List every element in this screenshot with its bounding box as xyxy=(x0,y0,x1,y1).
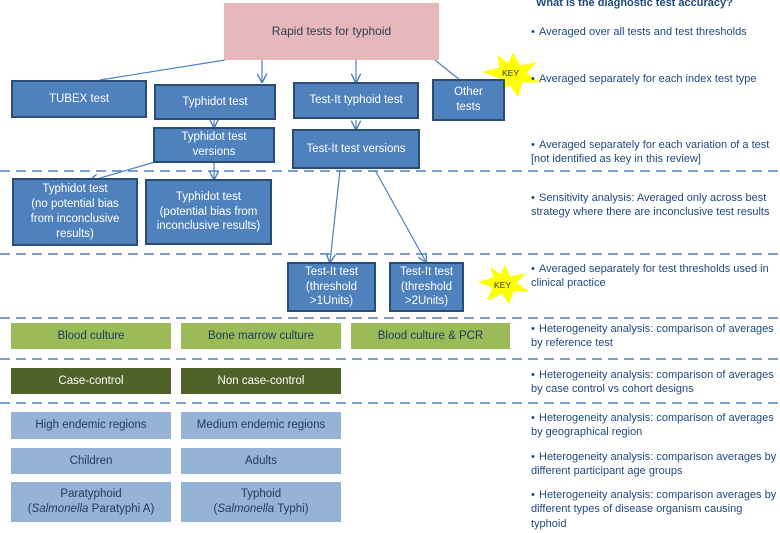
note-10: •Heterogeneity analysis: comparison aver… xyxy=(531,489,777,530)
no-bias-line-2: (no potential bias xyxy=(31,198,119,211)
typhoid-label: Typhoid xyxy=(240,488,282,501)
blood-culture-label: Blood culture xyxy=(57,329,125,342)
t2-line-2: (threshold xyxy=(400,280,453,293)
bias-line-1: Typhidot test xyxy=(175,190,242,203)
section-dividers xyxy=(0,170,780,404)
t1-line-1: Test-It test xyxy=(304,265,359,278)
note-2: •Averaged separately for each index test… xyxy=(531,73,757,85)
t1-line-3: >1Units) xyxy=(309,295,354,308)
key-star-icon-2 xyxy=(477,264,530,305)
paratyphoid-label: Paratyphoid xyxy=(60,488,122,501)
typhidot-node: Typhidot test xyxy=(154,84,276,120)
blood-pcr-label: Blood culture & PCR xyxy=(377,329,484,342)
other-tests-node: Other tests xyxy=(432,79,505,121)
t2-line-1: Test-It test xyxy=(399,265,454,278)
note-6: •Heterogeneity analysis: comparison of a… xyxy=(531,323,774,350)
testit-node: Test-It typhoid test xyxy=(293,82,419,119)
testit-versions-node: Test-It test versions xyxy=(292,129,420,169)
medium-endemic-label: Medium endemic regions xyxy=(196,419,326,432)
paratyphoid-organism: (Salmonella Paratyphi A) xyxy=(27,503,155,515)
root-node: Rapid tests for typhoid xyxy=(224,3,439,60)
other-label-2: tests xyxy=(456,101,481,113)
threshold-2-node: Test-It test (threshold >2Units) xyxy=(389,262,464,312)
tubex-node: TUBEX test xyxy=(11,80,147,118)
paratyphoid-node: Paratyphoid (Salmonella Paratyphi A) xyxy=(11,482,171,522)
note-4: •Sensitivity analysis: Averaged only acr… xyxy=(531,192,770,219)
key-label-1: KEY xyxy=(502,68,520,78)
bone-marrow-node: Bone marrow culture xyxy=(181,323,341,349)
note-1: •Averaged over all tests and test thresh… xyxy=(531,26,747,38)
typhoid-node: Typhoid (Salmonella Typhi) xyxy=(181,482,341,522)
case-control-node: Case-control xyxy=(11,368,171,394)
note-5: •Averaged separately for test thresholds… xyxy=(531,263,769,290)
adults-node: Adults xyxy=(181,448,341,474)
adults-label: Adults xyxy=(245,454,277,467)
non-case-control-label: Non case-control xyxy=(217,374,305,387)
typhoid-organism: (Salmonella Typhi) xyxy=(213,503,309,515)
non-case-control-node: Non case-control xyxy=(181,368,341,394)
note-3: •Averaged separately for each variation … xyxy=(531,139,770,166)
blood-pcr-node: Blood culture & PCR xyxy=(351,323,510,349)
page-heading: What is the diagnostic test accuracy? xyxy=(536,0,733,9)
t2-line-3: >2Units) xyxy=(404,295,449,308)
typhidot-bias-node: Typhidot test (potential bias from incon… xyxy=(145,179,272,245)
t1-line-2: (threshold xyxy=(305,280,358,293)
tubex-label: TUBEX test xyxy=(48,92,110,105)
testit-versions-label: Test-It test versions xyxy=(306,142,406,155)
high-endemic-node: High endemic regions xyxy=(11,412,171,439)
key-label-2: KEY xyxy=(494,280,512,290)
bias-line-3: inconclusive results) xyxy=(156,220,261,233)
children-label: Children xyxy=(69,454,113,467)
no-bias-line-3: from inconclusive xyxy=(30,213,120,225)
bone-marrow-label: Bone marrow culture xyxy=(207,329,315,342)
case-control-label: Case-control xyxy=(58,374,124,387)
note-8: •Heterogeneity analysis: comparison of a… xyxy=(531,412,774,439)
blood-culture-node: Blood culture xyxy=(11,323,171,349)
bias-line-2: (potential bias from xyxy=(159,205,258,218)
testit-label: Test-It typhoid test xyxy=(309,94,403,107)
other-label-1: Other xyxy=(454,86,483,99)
no-bias-line-4: results) xyxy=(56,227,94,240)
high-endemic-label: High endemic regions xyxy=(35,419,147,432)
note-7: •Heterogeneity analysis: comparison of a… xyxy=(531,369,774,396)
note-9: •Heterogeneity analysis: comparison aver… xyxy=(531,451,777,478)
typhidot-versions-label-2: versions xyxy=(192,146,236,158)
medium-endemic-node: Medium endemic regions xyxy=(181,412,341,439)
root-label: Rapid tests for typhoid xyxy=(271,23,392,38)
no-bias-line-1: Typhidot test xyxy=(42,183,108,196)
typhidot-no-bias-node: Typhidot test (no potential bias from in… xyxy=(12,178,138,246)
threshold-1-node: Test-It test (threshold >1Units) xyxy=(287,262,376,312)
typhidot-label: Typhidot test xyxy=(182,95,248,108)
typhidot-versions-node: Typhidot test versions xyxy=(153,127,275,163)
typhidot-versions-label-1: Typhidot test xyxy=(181,131,247,144)
children-node: Children xyxy=(11,448,171,474)
